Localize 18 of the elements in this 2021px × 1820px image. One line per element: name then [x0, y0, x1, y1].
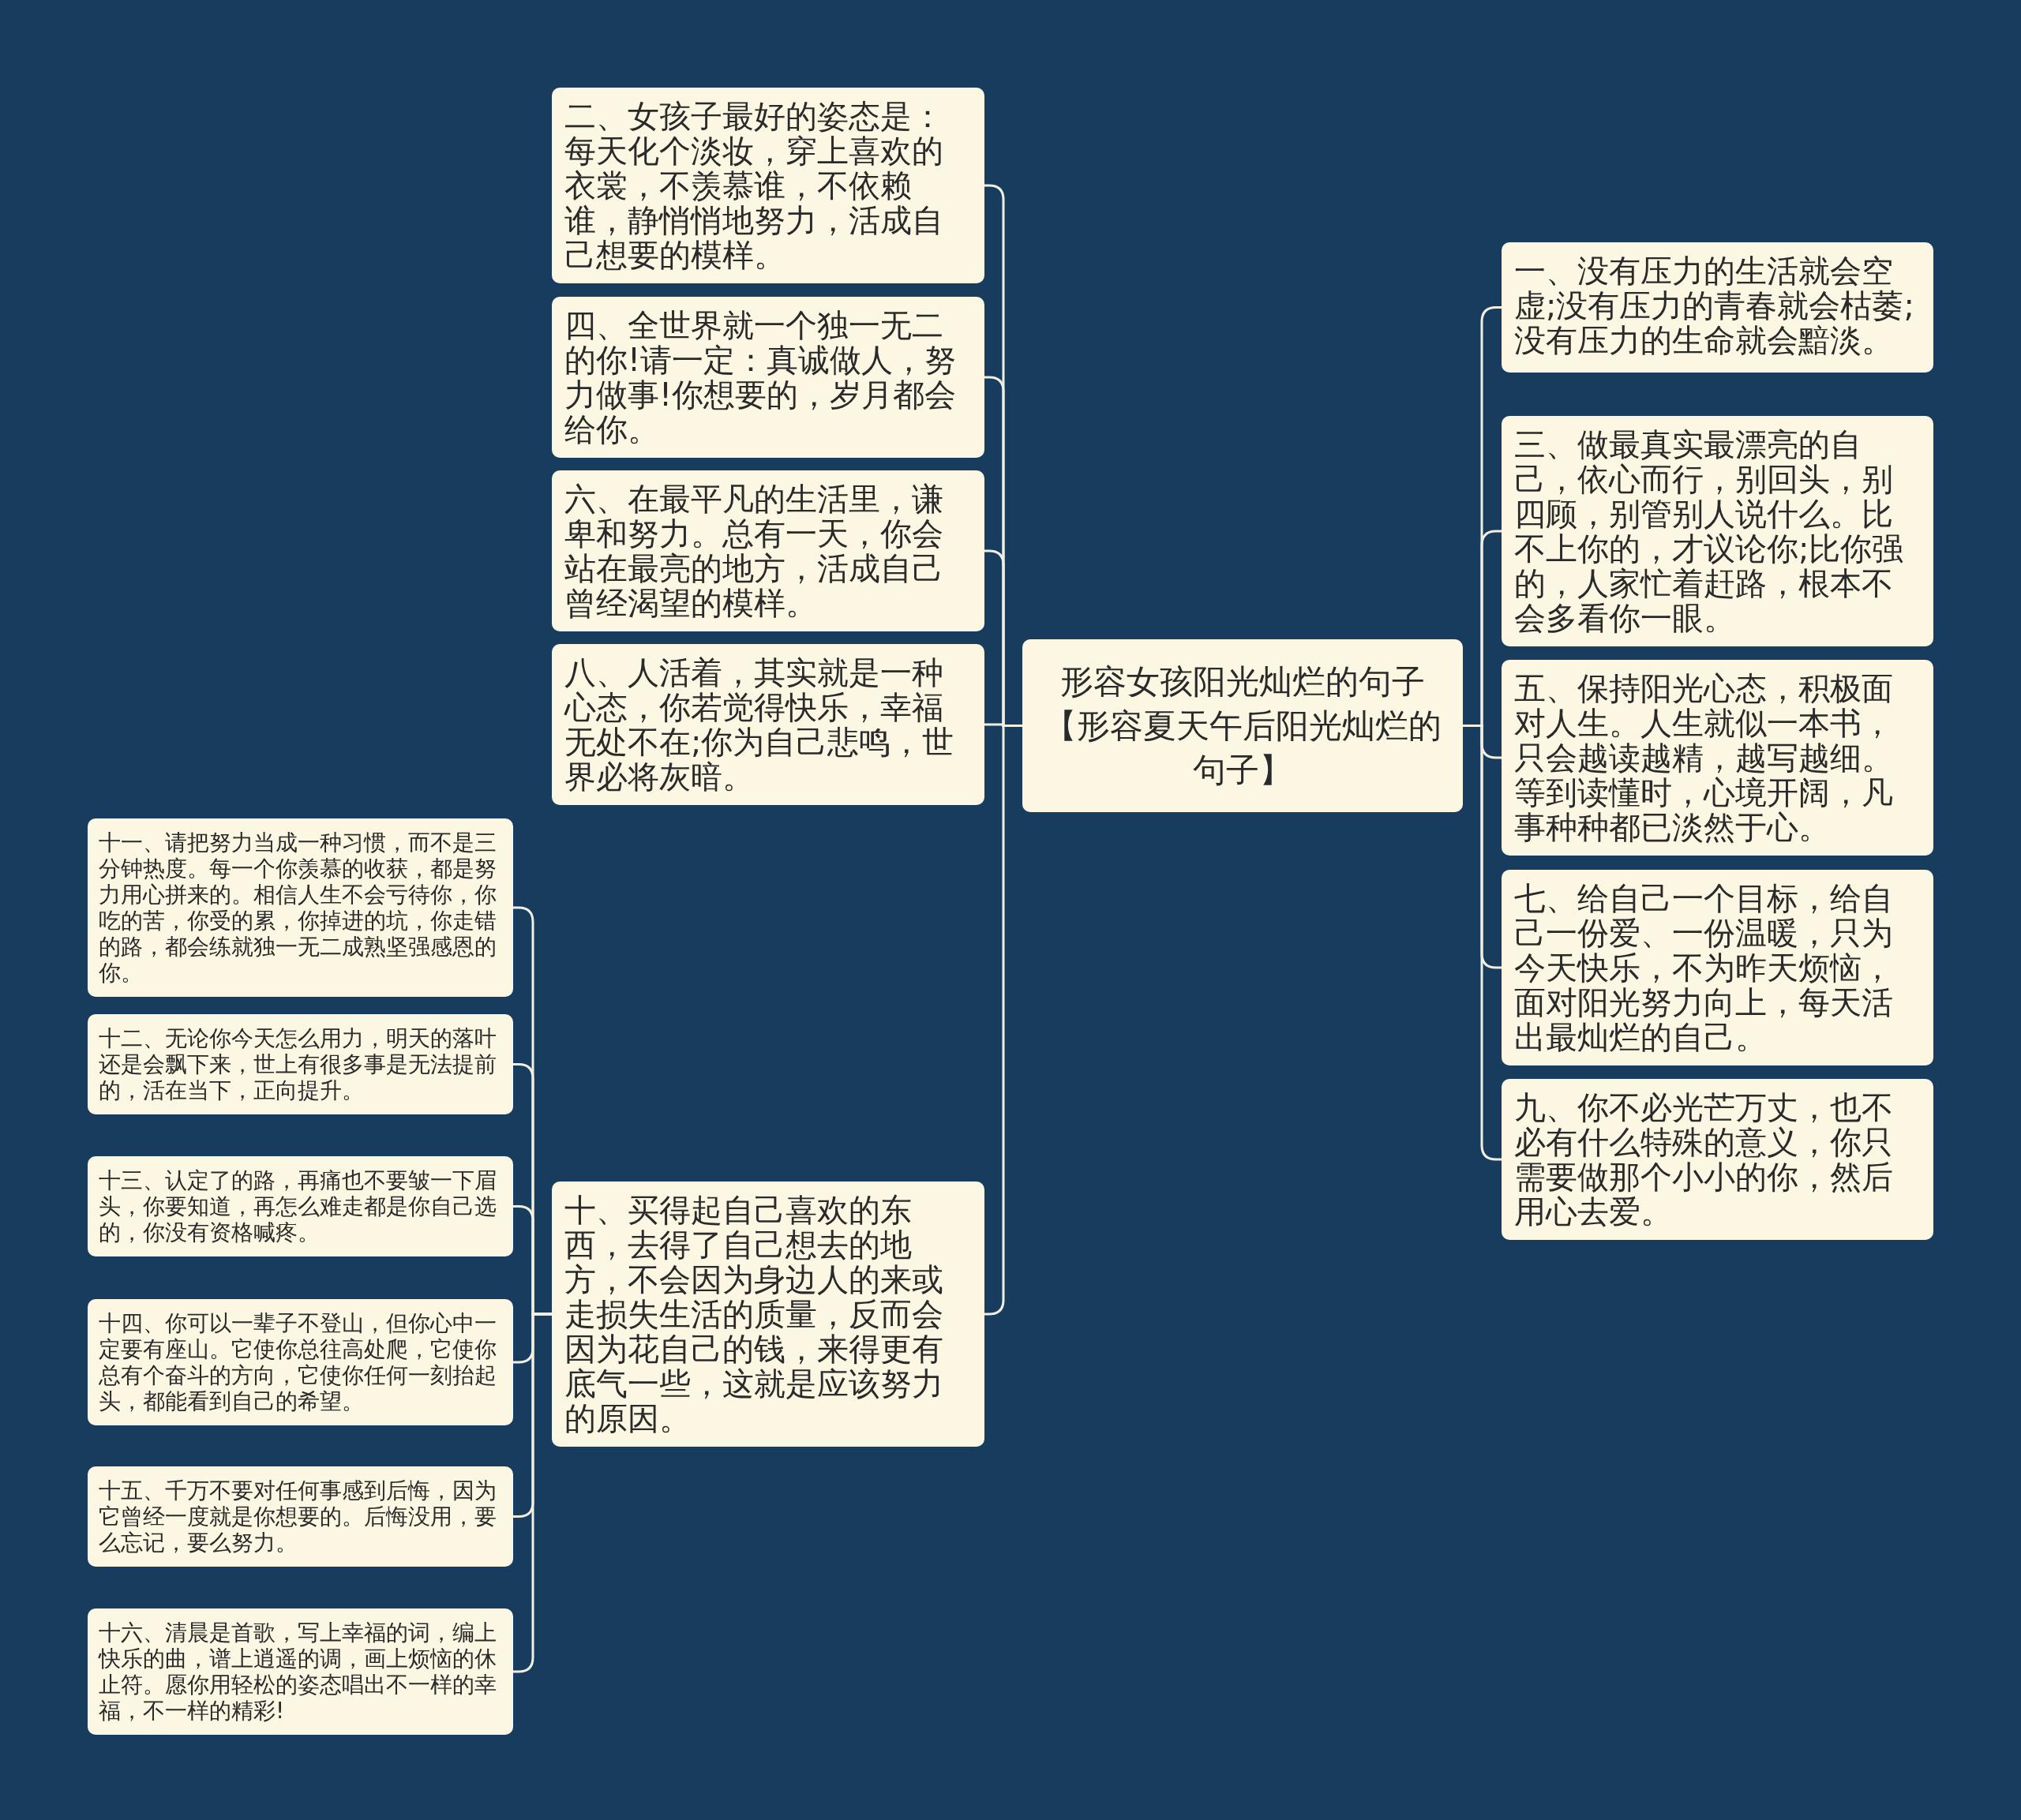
quote-card: 五、保持阳光心态，积极面对人生。人生就似一本书，只会越读越精，越写越细。等到读懂时，心境开阔，凡事种种都已淡然于心。	[1502, 660, 1933, 856]
quote-card: 六、在最平凡的生活里，谦卑和努力。总有一天，你会站在最亮的地方，活成自己曾经渴望的模样。	[552, 470, 984, 631]
quote-card: 九、你不必光芒万丈，也不必有什么特殊的意义，你只需要做那个小小的你，然后用心去爱。	[1502, 1079, 1933, 1240]
quote-card: 二、女孩子最好的姿态是：每天化个淡妆，穿上喜欢的衣裳，不羡慕谁，不依赖谁，静悄悄地努力，活成自己想要的模样。	[552, 88, 984, 283]
quote-card: 一、没有压力的生活就会空虚;没有压力的青春就会枯萎;没有压力的生命就会黯淡。	[1502, 242, 1933, 373]
quote-card: 十四、你可以一辈子不登山，但你心中一定要有座山。它使你总往高处爬，它使你总有个奋斗的方向，它使你任何一刻抬起头，都能看到自己的希望。	[88, 1299, 513, 1425]
quote-card: 十五、千万不要对任何事感到后悔，因为它曾经一度就是你想要的。后悔没用，要么忘记，要么努力。	[88, 1466, 513, 1567]
quote-card: 四、全世界就一个独一无二的你!请一定：真诚做人，努力做事!你想要的，岁月都会给你。	[552, 297, 984, 458]
quote-card: 十二、无论你今天怎么用力，明天的落叶还是会飘下来，世上有很多事是无法提前的，活在当下，正向提升。	[88, 1014, 513, 1114]
quote-card: 三、做最真实最漂亮的自己，依心而行，别回头，别四顾，别管别人说什么。比不上你的，才议论你;比你强的，人家忙着赶路，根本不会多看你一眼。	[1502, 416, 1933, 646]
quote-card: 十、买得起自己喜欢的东西，去得了自己想去的地方，不会因为身边人的来或走损失生活的质量，反而会因为花自己的钱，来得更有底气一些，这就是应该努力的原因。	[552, 1182, 984, 1447]
quote-card: 十一、请把努力当成一种习惯，而不是三分钟热度。每一个你羡慕的收获，都是努力用心拼来的。相信人生不会亏待你，你吃的苦，你受的累，你掉进的坑，你走错的路，都会练就独一无二成熟坚强感恩的你。	[88, 818, 513, 997]
quote-card: 八、人活着，其实就是一种心态，你若觉得快乐，幸福无处不在;你为自己悲鸣，世界必将灰暗。	[552, 644, 984, 805]
quote-card: 七、给自己一个目标，给自己一份爱、一份温暖，只为今天快乐，不为昨天烦恼，面对阳光努力向上，每天活出最灿烂的自己。	[1502, 870, 1933, 1065]
connector-line	[513, 1313, 552, 1673]
central-topic-card: 形容女孩阳光灿烂的句子【形容夏天午后阳光灿烂的句子】	[1022, 639, 1463, 812]
quote-card: 十三、认定了的路，再痛也不要皱一下眉头，你要知道，再怎么难走都是你自己选的，你没有资格喊疼。	[88, 1156, 513, 1256]
quote-card: 十六、清晨是首歌，写上幸福的词，编上快乐的曲，谱上逍遥的调，画上烦恼的休止符。愿你用轻松的姿态唱出不一样的幸福，不一样的精彩!	[88, 1608, 513, 1735]
